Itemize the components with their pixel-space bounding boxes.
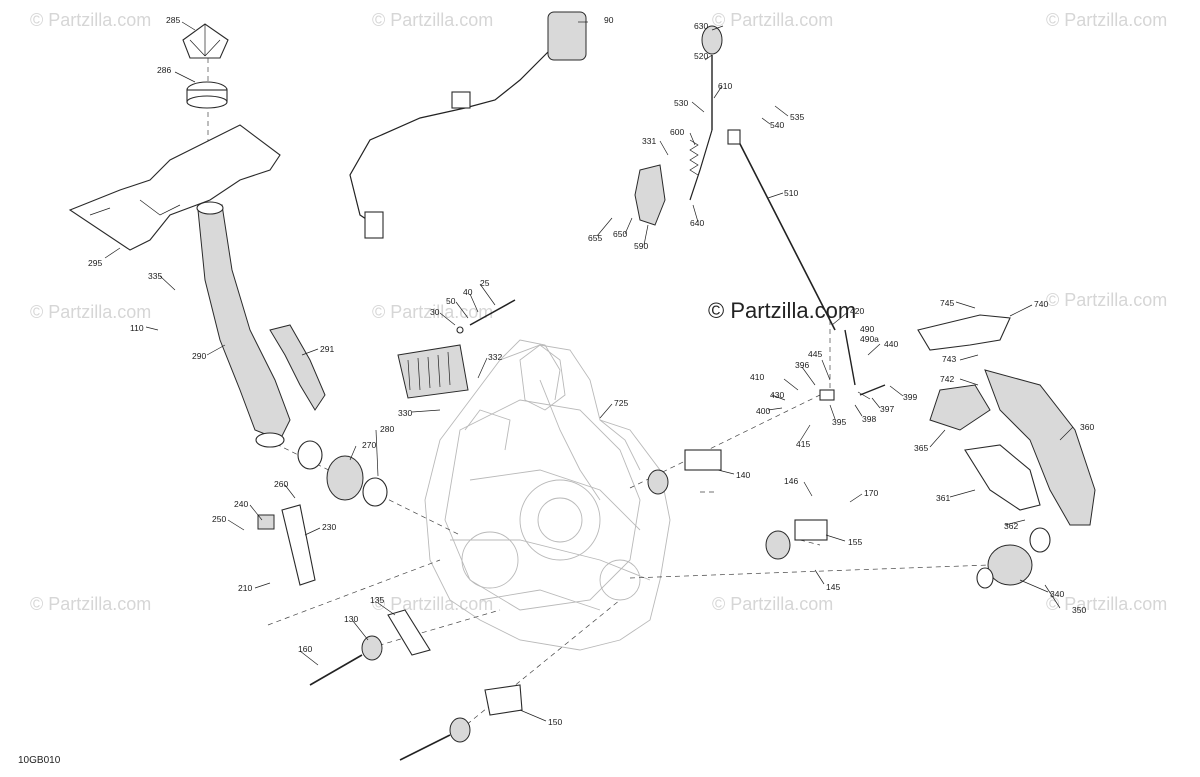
- callout-label: 530: [674, 98, 688, 108]
- callout-label: 40: [463, 287, 473, 297]
- callout-label: 280: [380, 424, 394, 434]
- callout-label: 295: [88, 258, 102, 268]
- watermark: © Partzilla.com: [1046, 290, 1167, 310]
- callout-label: 170: [864, 488, 878, 498]
- callout-label: 146: [784, 476, 798, 486]
- callout-label: 210: [238, 583, 252, 593]
- callout-label: 160: [298, 644, 312, 654]
- watermark: © Partzilla.com: [1046, 594, 1167, 614]
- callout-label: 630: [694, 21, 708, 31]
- watermark: © Partzilla.com: [712, 10, 833, 30]
- callout-label: 291: [320, 344, 334, 354]
- callout-label: 440: [884, 339, 898, 349]
- callout-label: 510: [784, 188, 798, 198]
- watermark: © Partzilla.com: [30, 302, 151, 322]
- callout-label: 30: [430, 307, 440, 317]
- callout-label: 290: [192, 351, 206, 361]
- callout-label: 743: [942, 354, 956, 364]
- watermark: © Partzilla.com: [372, 594, 493, 614]
- callout-label: 340: [1050, 589, 1064, 599]
- callout-label: 745: [940, 298, 954, 308]
- callout-label: 286: [157, 65, 171, 75]
- callout-label: 330: [398, 408, 412, 418]
- callout-label: 250: [212, 514, 226, 524]
- callout-label: 90: [604, 15, 614, 25]
- watermark: © Partzilla.com: [372, 302, 493, 322]
- callout-label: 396: [795, 360, 809, 370]
- callout-label: 399: [903, 392, 917, 402]
- callout-label: 360: [1080, 422, 1094, 432]
- callout-label: 742: [940, 374, 954, 384]
- callout-label: 331: [642, 136, 656, 146]
- callout-label: 395: [832, 417, 846, 427]
- callout-label: 230: [322, 522, 336, 532]
- watermarks: © Partzilla.com © Partzilla.com © Partzi…: [30, 10, 1167, 614]
- callout-label: 655: [588, 233, 602, 243]
- callout-label: 130: [344, 614, 358, 624]
- callout-label: 260: [274, 479, 288, 489]
- callout-label: 740: [1034, 299, 1048, 309]
- callout-label: 725: [614, 398, 628, 408]
- callout-label: 410: [750, 372, 764, 382]
- callout-label: 520: [694, 51, 708, 61]
- callout-label: 365: [914, 443, 928, 453]
- callout-label: 361: [936, 493, 950, 503]
- callout-label: 650: [613, 229, 627, 239]
- callout-label: 285: [166, 15, 180, 25]
- watermark: © Partzilla.com: [30, 10, 151, 30]
- callout-label: 398: [862, 414, 876, 424]
- callout-label: 430: [770, 390, 784, 400]
- brand-watermark: © Partzilla.com: [708, 298, 856, 323]
- callout-label: 640: [690, 218, 704, 228]
- callout-label: 335: [148, 271, 162, 281]
- callout-label: 135: [370, 595, 384, 605]
- callout-label: 397: [880, 404, 894, 414]
- callout-label: 240: [234, 499, 248, 509]
- callout-label: 332: [488, 352, 502, 362]
- callout-label: 145: [826, 582, 840, 592]
- alignment-lines: [207, 40, 991, 731]
- callout-label: 155: [848, 537, 862, 547]
- diagram-code: 10GB010: [18, 755, 61, 766]
- watermark: © Partzilla.com: [372, 10, 493, 30]
- callout-label: 490a: [860, 334, 879, 344]
- callout-label: 25: [480, 278, 490, 288]
- callout-label: 420: [850, 306, 864, 316]
- callout-label: 400: [756, 406, 770, 416]
- watermark: © Partzilla.com: [712, 594, 833, 614]
- watermark: © Partzilla.com: [1046, 10, 1167, 30]
- callout-label: 445: [808, 349, 822, 359]
- leader-lines: [104, 21, 1074, 722]
- callout-label: 535: [790, 112, 804, 122]
- callout-label: 140: [736, 470, 750, 480]
- callout-label: 50: [446, 296, 456, 306]
- callout-label: 150: [548, 717, 562, 727]
- parts-illustrations: [68, 11, 1096, 761]
- callout-label: 600: [670, 127, 684, 137]
- callout-label: 590: [634, 241, 648, 251]
- callout-labels: 285 286 295 90 630 520 610 530 535 540 6…: [88, 15, 1094, 727]
- callout-label: 415: [796, 439, 810, 449]
- callout-label: 540: [770, 120, 784, 130]
- callout-label: 362: [1004, 521, 1018, 531]
- callout-label: 350: [1072, 605, 1086, 615]
- callout-label: 110: [130, 323, 144, 333]
- engine-block-illustration: [424, 339, 671, 651]
- watermark: © Partzilla.com: [30, 594, 151, 614]
- callout-label: 490: [860, 324, 874, 334]
- callout-label: 270: [362, 440, 376, 450]
- callout-label: 610: [718, 81, 732, 91]
